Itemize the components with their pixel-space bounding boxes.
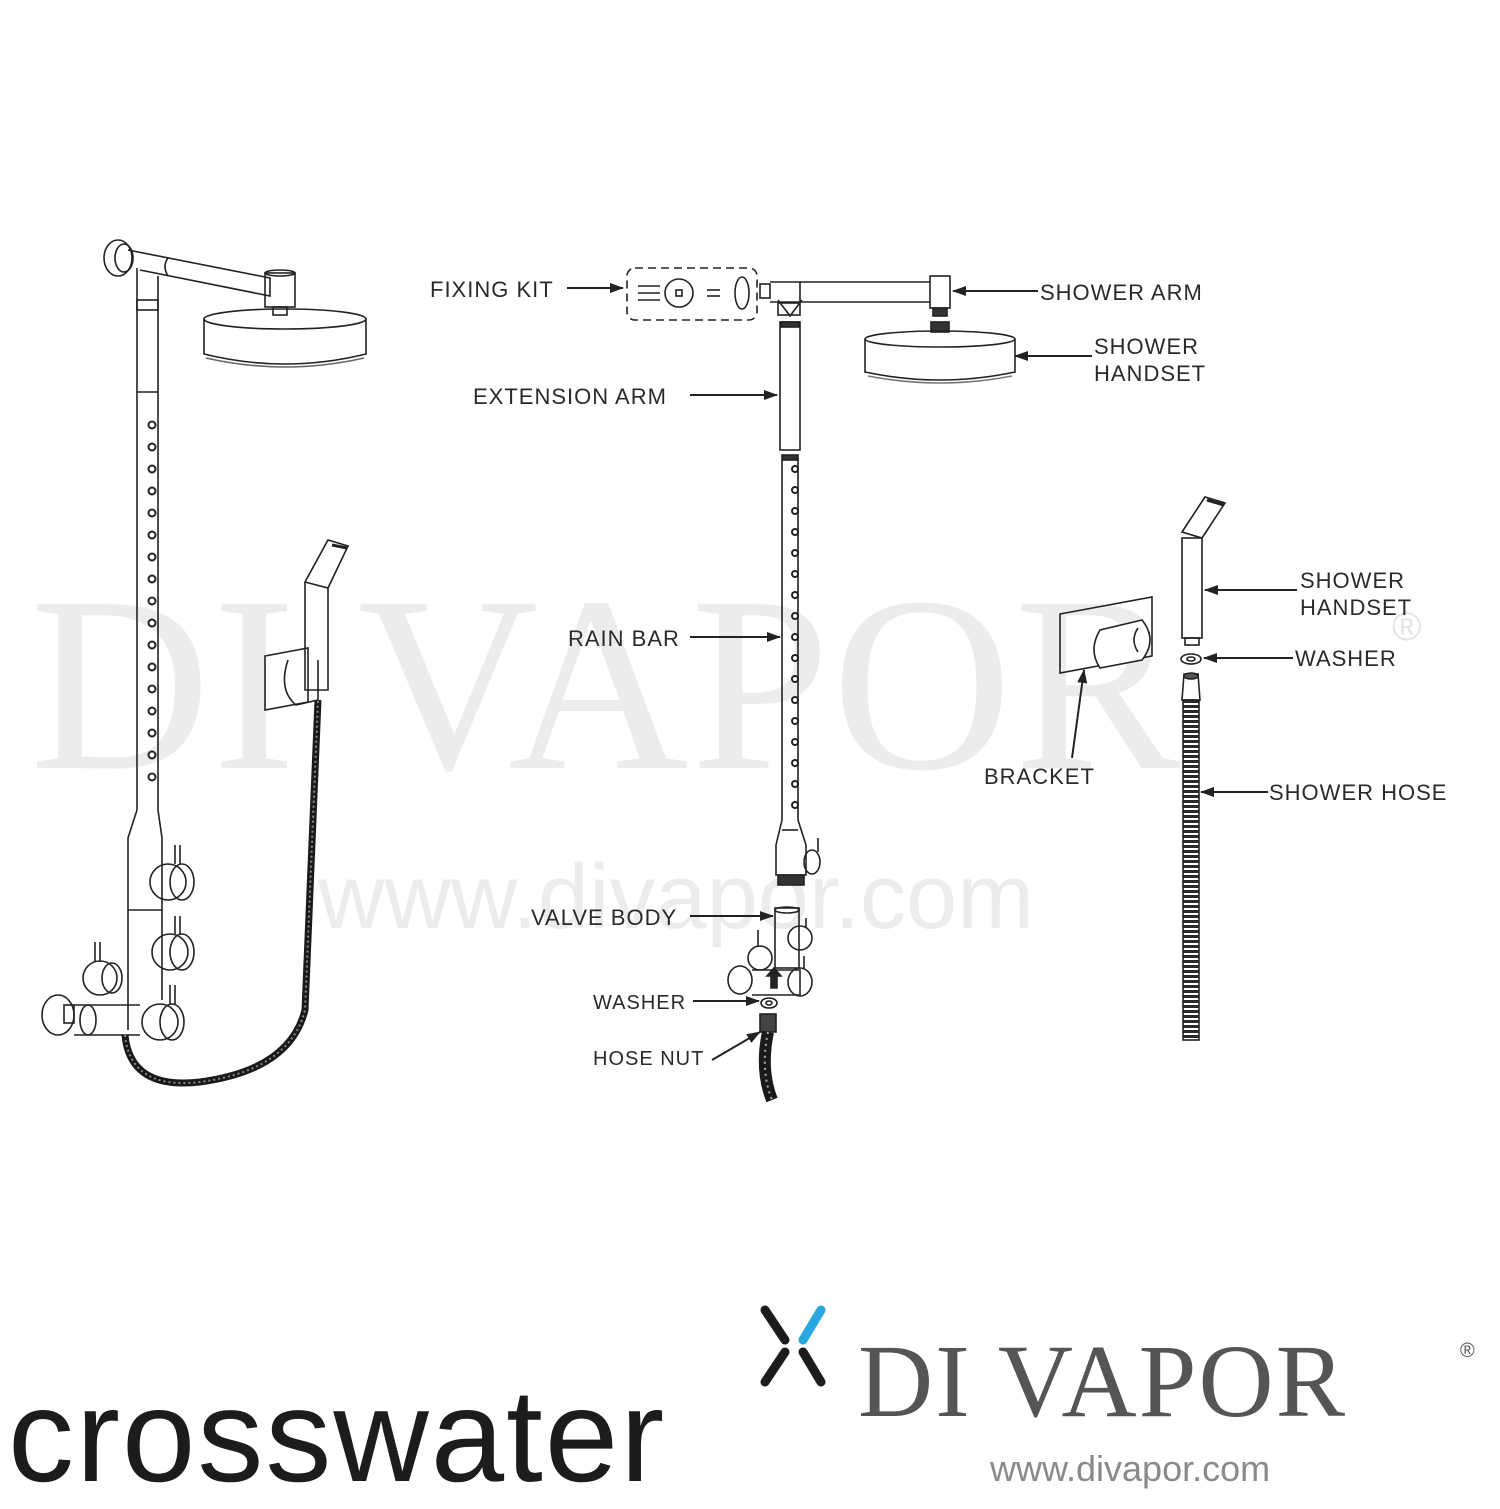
watermark-brand: DI VAPOR bbox=[30, 546, 1183, 823]
crosswater-x-icon bbox=[760, 1305, 826, 1387]
divapor-logo-text: DI VAPOR bbox=[858, 1324, 1347, 1439]
exploded-center-illustration bbox=[626, 267, 1016, 1103]
callout-handset-line2: HANDSET bbox=[1300, 595, 1413, 620]
assembled-shower-illustration bbox=[41, 239, 367, 1087]
callout-fixing-kit: FIXING KIT bbox=[430, 277, 554, 302]
watermark-url: www.divapor.com bbox=[318, 846, 1034, 948]
callout-bracket: BRACKET bbox=[984, 764, 1095, 789]
callout-shower-arm: SHOWER ARM bbox=[1040, 280, 1203, 305]
callout-handset-line1: SHOWER bbox=[1300, 568, 1405, 593]
callout-washer-handset: WASHER bbox=[1295, 646, 1397, 671]
callout-extension-arm: EXTENSION ARM bbox=[473, 384, 667, 409]
callout-shower-hose: SHOWER HOSE bbox=[1269, 780, 1448, 805]
watermark-registered-mark: ® bbox=[1392, 605, 1422, 649]
divapor-url: www.divapor.com bbox=[990, 1448, 1271, 1489]
callout-hose-nut: HOSE NUT bbox=[593, 1048, 705, 1070]
crosswater-logo-text: crosswater bbox=[8, 1362, 667, 1509]
exploded-right-illustration bbox=[1059, 496, 1227, 1041]
divapor-registered-mark: ® bbox=[1460, 1340, 1475, 1362]
callout-valve-body: VALVE BODY bbox=[531, 905, 678, 930]
callout-washer-valve: WASHER bbox=[593, 992, 687, 1014]
callout-shower-head-line2: HANDSET bbox=[1094, 361, 1207, 386]
callout-shower-head-line1: SHOWER bbox=[1094, 334, 1199, 359]
callout-rain-bar: RAIN BAR bbox=[568, 626, 680, 651]
